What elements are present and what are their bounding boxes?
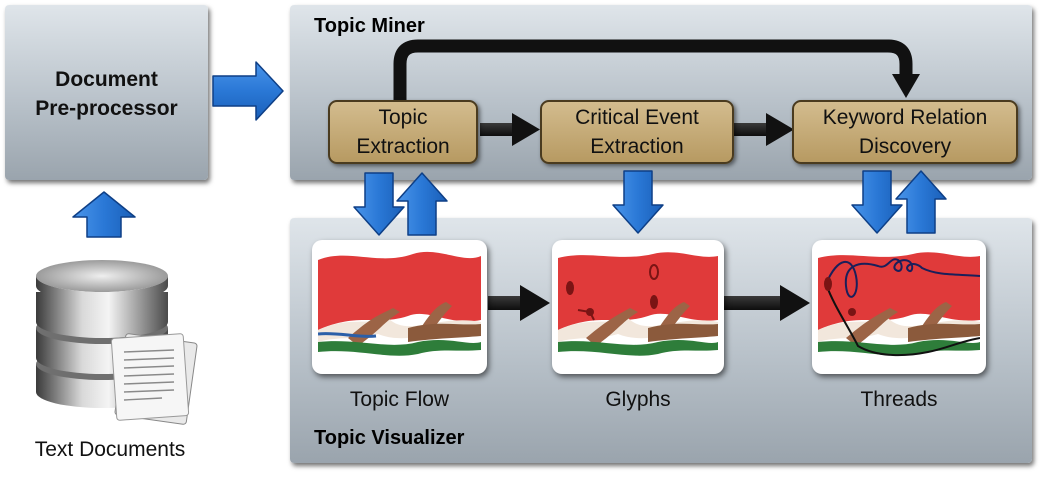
topic-flow-thumbnail: [312, 240, 487, 374]
keyword-relation-line2: Discovery: [858, 135, 952, 158]
topic-visualizer-title: Topic Visualizer: [314, 427, 465, 449]
glyphs-caption: Glyphs: [605, 388, 671, 411]
topic-miner-title: Topic Miner: [314, 15, 425, 37]
topic-extraction-line1: Topic: [378, 106, 428, 129]
database-icon: [36, 260, 198, 425]
glyphs-thumbnail: [552, 240, 724, 374]
document-preprocessor-label: Document Pre-processor: [5, 65, 208, 123]
topic-extraction-line2: Extraction: [356, 135, 450, 158]
keyword-relation-discovery-module: Keyword Relation Discovery: [792, 100, 1018, 164]
paper-documents-icon: [110, 333, 198, 425]
threads-caption: Threads: [860, 388, 938, 411]
document-preprocessor-line2: Pre-processor: [35, 97, 178, 120]
document-preprocessor-box: Document Pre-processor: [5, 5, 208, 180]
arrow-documents-to-preprocessor: [72, 191, 136, 238]
critical-event-line1: Critical Event: [575, 106, 699, 129]
text-documents-caption: Text Documents: [34, 438, 186, 461]
critical-event-extraction-module: Critical Event Extraction: [540, 100, 734, 164]
arrow-preprocessor-to-miner: [212, 61, 284, 121]
threads-image: [818, 252, 980, 357]
topic-flow-image: [318, 251, 481, 356]
critical-event-line2: Extraction: [590, 135, 684, 158]
document-preprocessor-line1: Document: [55, 68, 158, 91]
topic-flow-caption: Topic Flow: [349, 388, 450, 411]
glyphs-image: [558, 252, 718, 356]
threads-thumbnail: [812, 240, 986, 374]
keyword-relation-line1: Keyword Relation: [822, 106, 988, 129]
topic-extraction-module: Topic Extraction: [328, 100, 478, 164]
